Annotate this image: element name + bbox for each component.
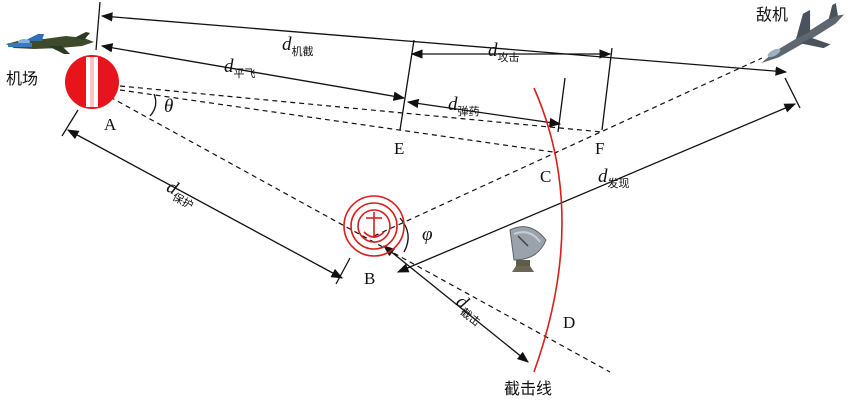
arrow-d-cruise <box>100 43 406 101</box>
arrow-d-discover <box>396 103 797 273</box>
arrow-d-intercept-aircraft <box>100 12 788 76</box>
dist-label-attack: d攻击 <box>488 40 520 64</box>
tick-enemy <box>784 77 801 109</box>
angle-theta: θ <box>164 96 173 117</box>
dist-label-discover: d发现 <box>598 166 630 190</box>
point-label-B: B <box>364 269 375 288</box>
airfield-marker <box>65 55 119 109</box>
arrow-d-protect <box>66 129 344 279</box>
ship-marker <box>343 195 405 257</box>
label-airfield: 机场 <box>6 69 38 88</box>
tick-A-low <box>61 109 79 137</box>
dist-label-protect: d保护 <box>162 176 201 212</box>
label-enemy: 敌机 <box>756 5 788 24</box>
theta-arc <box>149 93 157 117</box>
arrow-d-ammo <box>406 98 562 128</box>
line-B-to-enemy <box>373 57 763 237</box>
tick-E <box>399 39 415 131</box>
label-intercept-line: 截击线 <box>504 379 552 398</box>
tick-F <box>601 47 613 131</box>
point-label-F: F <box>595 139 604 158</box>
point-label-D: D <box>563 313 575 332</box>
phi-arc <box>399 217 409 253</box>
friendly-jet-icon <box>6 32 94 54</box>
dist-label-cruise: d平飞 <box>224 56 256 80</box>
tick-B <box>335 257 351 285</box>
arrow-d-intercept <box>383 245 529 363</box>
tick-A-top <box>95 1 101 51</box>
dist-label-ammo: d弹药 <box>448 94 480 118</box>
point-label-C: C <box>540 167 551 186</box>
dist-label-intercept: d截击 <box>450 291 490 329</box>
radar-dish-icon <box>509 226 547 272</box>
point-label-E: E <box>394 139 404 158</box>
dist-label-intercept-aircraft: d机截 <box>282 34 314 58</box>
enemy-jet-icon <box>761 3 845 64</box>
angle-phi: φ <box>422 224 433 245</box>
intercept-arc <box>533 87 563 373</box>
point-label-A: A <box>104 115 117 134</box>
